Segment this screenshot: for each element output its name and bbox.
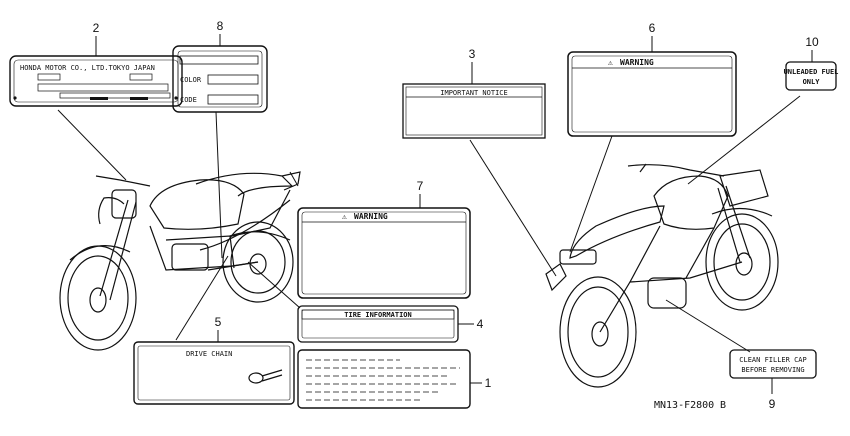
callout-6: 6 <box>649 21 656 35</box>
label-3-important-notice: IMPORTANT NOTICE <box>402 83 546 139</box>
chain-tool-icon <box>248 369 283 384</box>
label-7-warning: ⚠ WARNING <box>297 207 471 299</box>
leader-lines <box>57 34 813 394</box>
motorcycle-left-illustration <box>59 171 301 351</box>
warning-icon: ⚠ <box>342 212 347 221</box>
callout-9: 9 <box>769 397 776 411</box>
filler-line-2: BEFORE REMOVING <box>741 366 804 374</box>
label-5-drive-chain: DRIVE CHAIN <box>133 341 295 405</box>
label-1-text-plate <box>297 349 471 409</box>
tire-info-title: TIRE INFORMATION <box>344 311 411 319</box>
callout-8: 8 <box>217 19 224 33</box>
label-2-id-plate: HONDA MOTOR CO., LTD.TOKYO JAPAN <box>9 55 183 107</box>
label-8-color-plate: COLOR CODE <box>172 45 268 113</box>
callout-2: 2 <box>93 21 100 35</box>
diagram-code: MN13-F2800 <box>654 400 714 411</box>
callout-3: 3 <box>469 47 476 61</box>
diagram-code-suffix: B <box>720 400 726 411</box>
fuel-line-1: UNLEADED FUEL <box>784 68 839 76</box>
callout-1: 1 <box>485 376 492 390</box>
label-4-tire-information: TIRE INFORMATION <box>297 305 459 343</box>
callout-numbers: 2 8 3 6 10 7 4 1 5 9 <box>93 19 819 411</box>
drive-chain-title: DRIVE CHAIN <box>186 350 232 358</box>
label-10-unleaded-fuel: UNLEADED FUEL ONLY <box>784 61 839 91</box>
callout-4: 4 <box>477 317 484 331</box>
warning-7-title: WARNING <box>354 212 388 221</box>
callout-10: 10 <box>805 35 819 49</box>
important-notice-title: IMPORTANT NOTICE <box>440 89 507 97</box>
filler-line-1: CLEAN FILLER CAP <box>739 356 806 364</box>
callout-7: 7 <box>417 179 424 193</box>
callout-5: 5 <box>215 315 222 329</box>
color-field-label: COLOR <box>180 76 202 84</box>
id-plate-text: HONDA MOTOR CO., LTD.TOKYO JAPAN <box>20 64 155 72</box>
fuel-line-2: ONLY <box>803 78 821 86</box>
label-6-warning: ⚠ WARNING <box>567 51 737 137</box>
motorcycle-right-illustration <box>545 163 779 388</box>
label-9-filler-cap: CLEAN FILLER CAP BEFORE REMOVING <box>729 349 817 379</box>
code-field-label: CODE <box>180 96 197 104</box>
warning-6-title: WARNING <box>620 58 654 67</box>
warning-icon: ⚠ <box>608 58 613 67</box>
